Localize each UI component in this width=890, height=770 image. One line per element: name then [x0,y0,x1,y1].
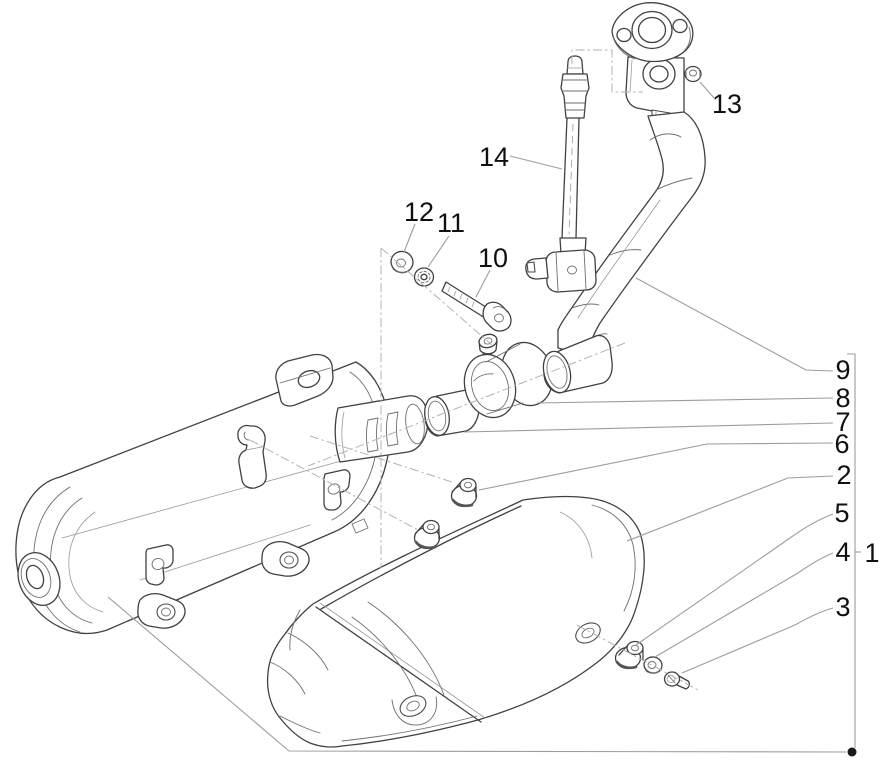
axis-grommet-upper [309,435,453,483]
axis-shield-screw [576,624,701,692]
mounting-bolt-10 [441,281,512,332]
axis-sensor [571,49,643,93]
leader-2 [626,475,834,542]
sensor-cable [561,117,580,239]
muffler-lug-left [137,593,186,629]
manifold-flange [611,2,694,63]
callout-3: 3 [835,592,850,622]
callout-8: 8 [835,383,850,413]
callout-6: 6 [834,429,849,459]
pipe-end-sleeve [542,333,613,394]
muffler-lug-right [261,541,310,577]
callout-1: 1 [864,538,879,568]
leader-14 [509,155,563,170]
leader-4 [654,552,834,658]
shield-washer-4 [643,656,663,674]
assembly-axes [249,49,701,692]
coupling-gasket-sleeve [424,389,480,437]
exhaust-clamp [463,333,554,419]
muffler-top-bracket [275,353,334,407]
muffler-hook-bracket [237,424,267,489]
rubber-grommet-lower [413,519,441,550]
oxygen-sensor [525,55,597,293]
muffler-strap-tab [145,544,174,586]
leader-3 [681,607,834,674]
leader-10 [475,269,491,298]
callout-labels: 1 2 3 4 5 6 7 8 9 10 11 12 13 14 [404,89,880,622]
heat-shield [266,495,645,748]
leader-1-bracket [107,353,861,757]
callout-7: 7 [835,407,850,437]
leader-11 [427,235,450,268]
callout-2: 2 [836,460,851,490]
leader-7 [463,422,834,433]
callout-4: 4 [835,537,850,567]
leader-5 [635,513,834,646]
callout-9: 9 [835,355,850,385]
leader-12 [403,223,416,253]
muffler-silencer [15,353,429,634]
exhaust-header-pipe [557,111,706,351]
callout-5: 5 [834,498,849,528]
leader-13 [699,81,715,99]
axis-main-pipe [307,342,626,467]
leader-lines [107,81,861,757]
axis-bolt [380,247,493,346]
rubber-grommet-upper [450,477,478,508]
leader-6 [478,442,834,491]
axis-grommet-lower [249,439,421,532]
lock-nut-11 [413,267,435,287]
callout-12: 12 [404,197,434,227]
callout-14: 14 [479,142,509,172]
shield-bushing-5 [614,640,644,670]
callout-10: 10 [478,243,508,273]
leader-9 [635,277,834,372]
shield-screw-3 [663,671,690,690]
assembly-dot [847,747,857,757]
shield-hole-bottom [399,695,427,717]
callout-11: 11 [437,208,465,238]
muffler-inlet-stub [334,395,429,463]
flange-nut [684,65,702,83]
muffler-end-cap [17,486,104,633]
washer-12 [390,250,414,274]
leader-8 [536,397,834,404]
callout-13: 13 [712,89,742,119]
sensor-connector [525,237,597,293]
